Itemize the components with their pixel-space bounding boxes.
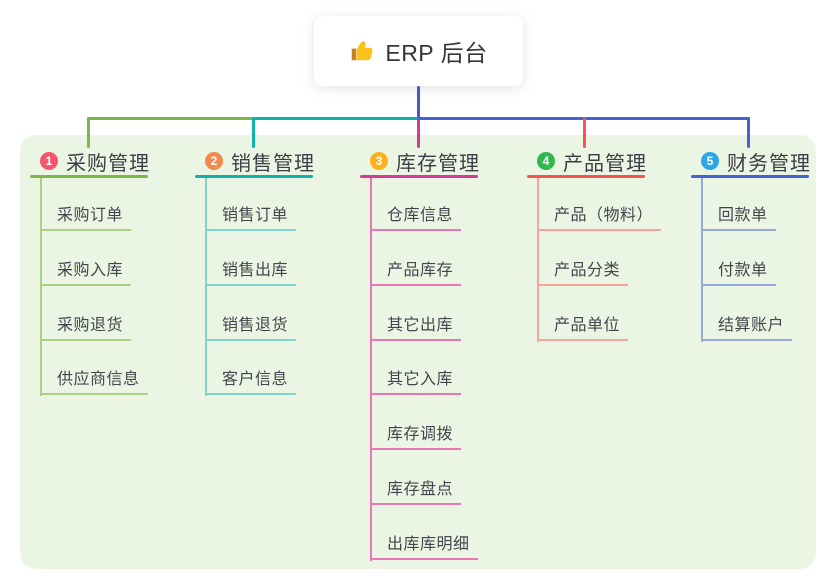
connector-drop-finance xyxy=(747,117,750,148)
child-node[interactable]: 其它出库 xyxy=(370,314,462,341)
branch-label: 采购管理 xyxy=(66,152,150,175)
root-label: ERP 后台 xyxy=(385,40,488,66)
child-node[interactable]: 采购订单 xyxy=(40,204,132,231)
child-node[interactable]: 采购入库 xyxy=(40,259,132,286)
thumbs-up-icon xyxy=(349,38,375,64)
child-node[interactable]: 客户信息 xyxy=(205,368,297,395)
branch-label: 产品管理 xyxy=(563,152,647,175)
child-node[interactable]: 供应商信息 xyxy=(40,368,148,395)
child-node[interactable]: 销售出库 xyxy=(205,259,297,286)
connector-root-vertical xyxy=(417,86,420,119)
child-node[interactable]: 库存调拨 xyxy=(370,423,462,450)
branch-header[interactable]: 5 财务管理 xyxy=(701,149,811,175)
child-node[interactable]: 其它入库 xyxy=(370,368,462,395)
child-node[interactable]: 仓库信息 xyxy=(370,204,462,231)
child-node[interactable]: 产品单位 xyxy=(537,314,629,341)
child-node[interactable]: 付款单 xyxy=(701,259,776,286)
branch-label: 库存管理 xyxy=(396,152,480,175)
connector-drop-sales xyxy=(252,117,255,148)
connector-horizontal-left xyxy=(87,117,254,120)
branches-panel xyxy=(20,135,816,569)
child-node[interactable]: 库存盘点 xyxy=(370,478,462,505)
child-node[interactable]: 产品库存 xyxy=(370,259,462,286)
child-node[interactable]: 销售订单 xyxy=(205,204,297,231)
child-node[interactable]: 产品分类 xyxy=(537,259,629,286)
branch-label: 销售管理 xyxy=(231,152,315,175)
connector-drop-product xyxy=(583,117,586,148)
connector-drop-inventory xyxy=(417,119,420,148)
child-node[interactable]: 产品（物料） xyxy=(537,204,662,231)
branch-header[interactable]: 2 销售管理 xyxy=(205,149,315,175)
branch-number-badge: 5 xyxy=(701,152,719,170)
branch-header[interactable]: 1 采购管理 xyxy=(40,149,150,175)
branch-sales: 2 销售管理 销售订单销售出库销售退货客户信息 xyxy=(195,0,395,588)
branch-header[interactable]: 4 产品管理 xyxy=(537,149,647,175)
child-node[interactable]: 采购退货 xyxy=(40,314,132,341)
branch-label: 财务管理 xyxy=(727,152,811,175)
connector-horizontal-mid xyxy=(252,117,420,120)
child-node[interactable]: 结算账户 xyxy=(701,314,793,341)
child-node[interactable]: 出库库明细 xyxy=(370,533,478,560)
root-node[interactable]: ERP 后台 xyxy=(314,16,523,86)
branch-number-badge: 2 xyxy=(205,152,223,170)
branch-purchase: 1 采购管理 采购订单采购入库采购退货供应商信息 xyxy=(30,0,230,588)
connector-drop-purchase xyxy=(87,117,90,148)
child-node[interactable]: 销售退货 xyxy=(205,314,297,341)
branch-number-badge: 3 xyxy=(370,152,388,170)
branch-header[interactable]: 3 库存管理 xyxy=(370,149,480,175)
branch-number-badge: 4 xyxy=(537,152,555,170)
branch-number-badge: 1 xyxy=(40,152,58,170)
child-node[interactable]: 回款单 xyxy=(701,204,776,231)
